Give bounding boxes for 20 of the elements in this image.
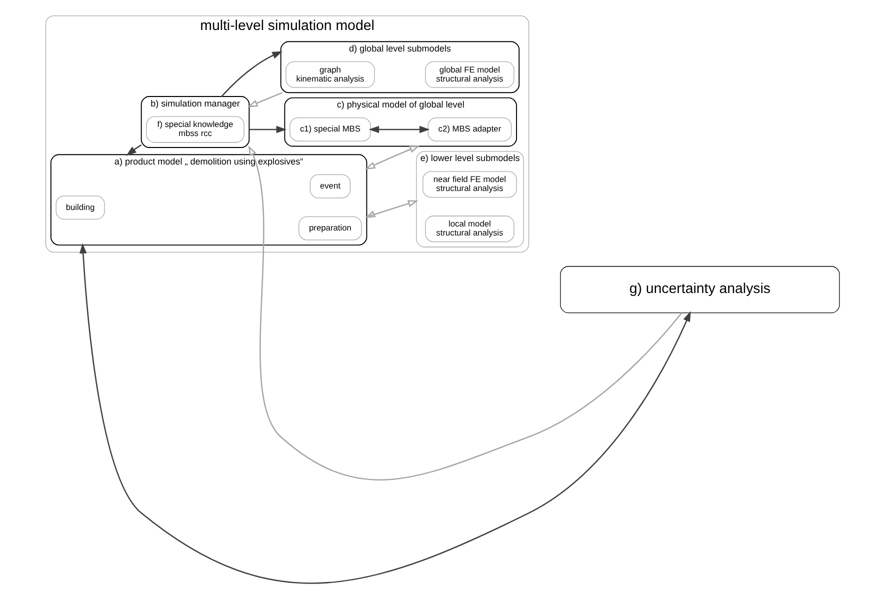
arrow xyxy=(220,51,282,97)
node-box: g) uncertainty analysis xyxy=(560,266,840,314)
node-box: local model structural analysis xyxy=(424,216,514,242)
arrow xyxy=(364,200,418,218)
arrow xyxy=(79,243,690,584)
node-box: c2) MBS adapter xyxy=(427,118,512,142)
node-box: preparation xyxy=(298,216,362,240)
node-box: building xyxy=(55,196,104,220)
node-box: global FE model structural analysis xyxy=(424,61,514,88)
arrow xyxy=(248,126,286,134)
arrow xyxy=(126,144,142,156)
arrow xyxy=(246,92,282,108)
node-box: event xyxy=(309,174,350,198)
node-box: graph kinematic analysis xyxy=(285,61,374,88)
node-box: f) special knowledge mbss rcc xyxy=(146,116,244,143)
arrow xyxy=(364,146,420,170)
arrow xyxy=(248,145,682,480)
node-box: c1) special MBS xyxy=(289,118,370,142)
arrow xyxy=(368,126,430,134)
node-box: near field FE model structural analysis xyxy=(422,171,516,198)
